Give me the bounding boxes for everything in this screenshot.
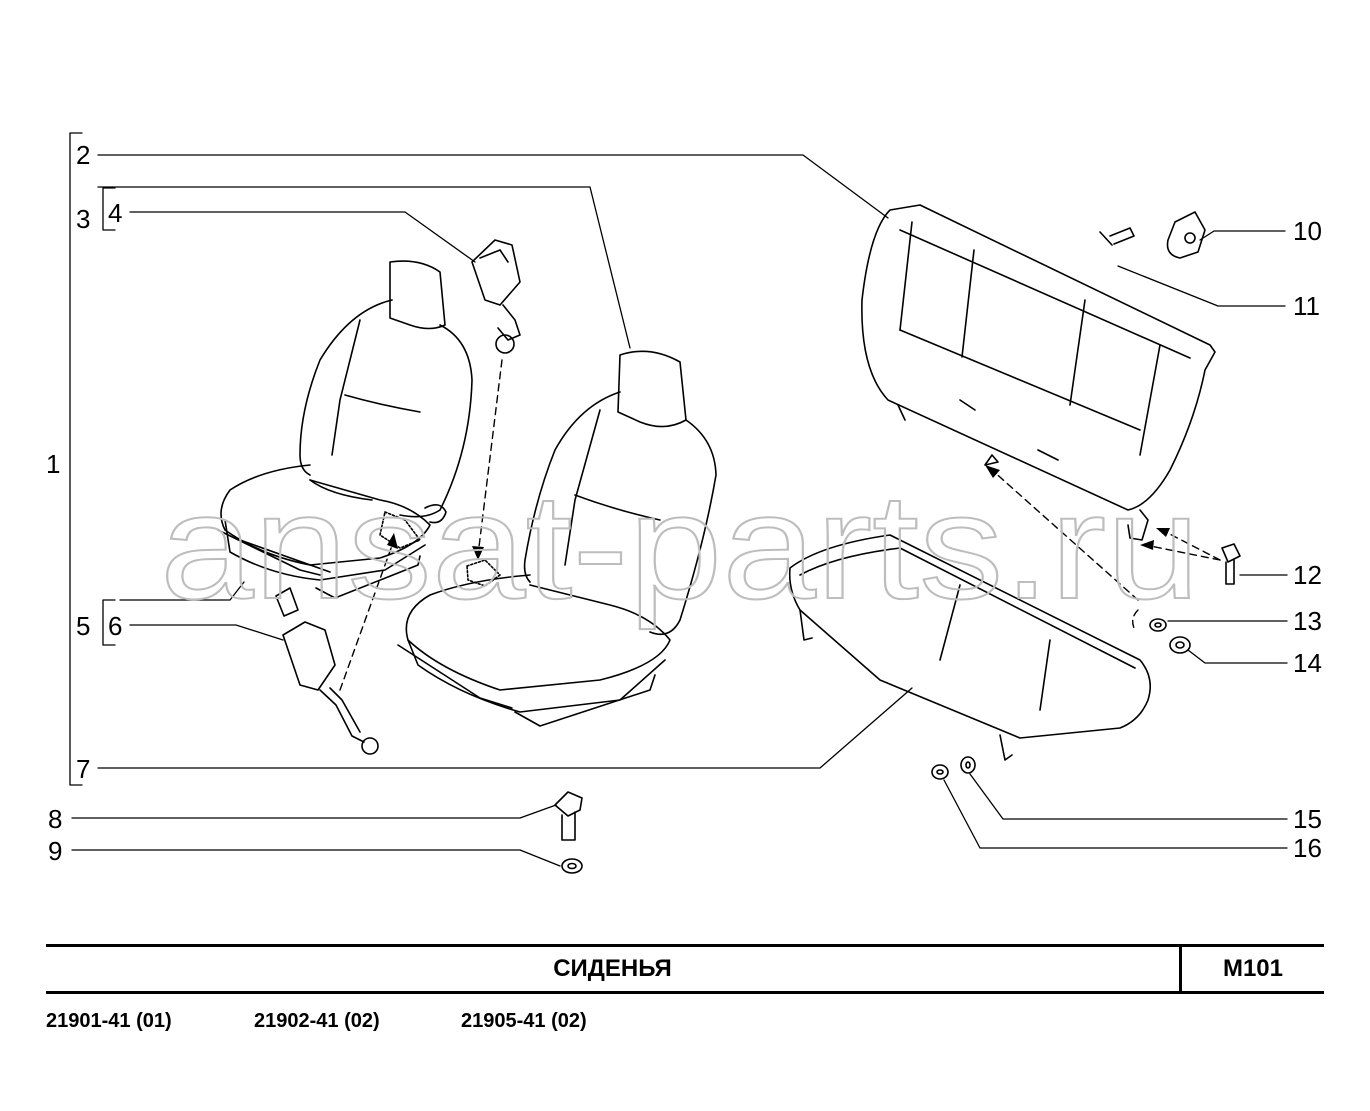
- rear-backrest: [861, 204, 1216, 541]
- hook-10: [1166, 211, 1206, 259]
- nut-16: [931, 764, 949, 780]
- model-code: 21905-41 (02): [461, 1010, 587, 1032]
- bolt-8: [554, 791, 583, 841]
- rear-cushion: [788, 534, 1151, 761]
- callout-15: 15: [1293, 804, 1322, 834]
- callout-16: 16: [1293, 833, 1322, 863]
- callout-2: 2: [76, 140, 90, 170]
- callout-3: 3: [76, 204, 90, 234]
- callout-1: 1: [46, 449, 60, 479]
- front-seat-right: [397, 350, 717, 727]
- callout-labels: 1 2 3 4 5 6 7 8 9 10 11 12 13 14 15 16: [46, 140, 1322, 866]
- diagram-code: M101: [1222, 955, 1284, 982]
- callout-13: 13: [1293, 606, 1322, 636]
- callout-12: 12: [1293, 560, 1322, 590]
- callout-4: 4: [108, 198, 122, 228]
- model-code: 21902-41 (02): [254, 1010, 380, 1032]
- callout-5: 5: [76, 611, 90, 641]
- callout-6: 6: [108, 611, 122, 641]
- callout-14: 14: [1293, 648, 1322, 678]
- model-code: 21901-41 (01): [46, 1010, 172, 1032]
- front-seat-left: [217, 260, 473, 599]
- callout-8: 8: [48, 804, 62, 834]
- seat-belt-lower: [275, 587, 379, 755]
- arrow-heads: [387, 465, 1170, 560]
- callout-9: 9: [48, 836, 62, 866]
- washer-9: [561, 858, 583, 874]
- callout-11: 11: [1293, 291, 1320, 321]
- callout-10: 10: [1293, 216, 1322, 246]
- leader-lines: [69, 132, 1288, 867]
- nut-14: [1169, 636, 1191, 654]
- watermark: ansat-parts.ru: [160, 462, 1200, 630]
- callout-7: 7: [76, 754, 90, 784]
- screw-11: [1099, 227, 1135, 246]
- seat-belt-upper: [471, 239, 521, 354]
- washer-13: [1149, 618, 1167, 632]
- diagram-title: СИДЕНЬЯ: [46, 947, 1182, 991]
- mounting-arrows: [339, 359, 1221, 691]
- washer-15: [960, 756, 976, 774]
- title-bar: СИДЕНЬЯ M101: [46, 944, 1324, 994]
- bolt-12: [1221, 543, 1241, 585]
